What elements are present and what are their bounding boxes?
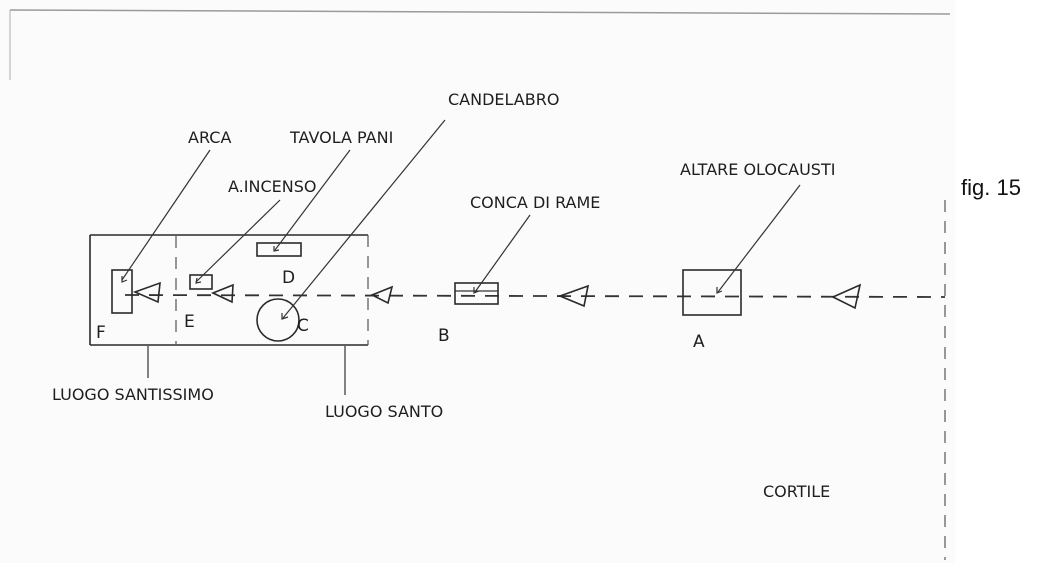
arrow-icon-incenso	[211, 283, 234, 304]
central-axis	[124, 294, 946, 298]
tabernacle-building	[89, 234, 369, 346]
page-top-edge	[9, 9, 951, 15]
pointer-incenso	[195, 199, 281, 283]
label-altare-olocausti: ALTARE OLOCAUSTI	[680, 160, 835, 179]
label-conca-di-rame: CONCA DI RAME	[470, 193, 600, 212]
altare-incenso-shape	[189, 274, 213, 290]
label-incenso: A.INCENSO	[228, 177, 316, 196]
label-tavola-pani: TAVOLA PANI	[289, 128, 393, 147]
label-luogo-santo: LUOGO SANTO	[325, 402, 443, 421]
label-arca: ARCA	[188, 128, 231, 147]
tavola-pani-shape	[256, 242, 302, 257]
letter-d: D	[282, 268, 295, 288]
label-cortile: CORTILE	[763, 482, 830, 501]
pointer-conca	[474, 214, 531, 293]
letter-f: F	[96, 323, 106, 343]
pointer-candelabro	[282, 119, 446, 319]
label-candelabro: CANDELABRO	[448, 90, 559, 109]
arrow-icon-altare	[831, 283, 862, 310]
pointer-arca	[121, 149, 211, 281]
pointer-tavola	[274, 149, 351, 251]
arrow-icon-conca	[557, 284, 590, 308]
arrow-icon-entrance	[370, 285, 394, 305]
pointer-lines	[121, 119, 801, 395]
label-luogo-santissimo: LUOGO SANTISSIMO	[52, 385, 214, 404]
letter-c: C	[297, 316, 309, 336]
pointer-altare	[717, 184, 801, 293]
arrow-icon-arca	[132, 281, 161, 304]
letter-e: E	[184, 312, 195, 332]
letter-a: A	[693, 332, 705, 352]
paper-background	[0, 0, 955, 563]
figure-caption: fig. 15	[961, 175, 1021, 200]
candelabro-shape	[256, 298, 300, 342]
conca-di-rame-shape	[454, 282, 499, 305]
arca-shape	[111, 269, 133, 314]
altare-olocausti-shape	[682, 269, 742, 316]
letter-b: B	[438, 326, 450, 346]
